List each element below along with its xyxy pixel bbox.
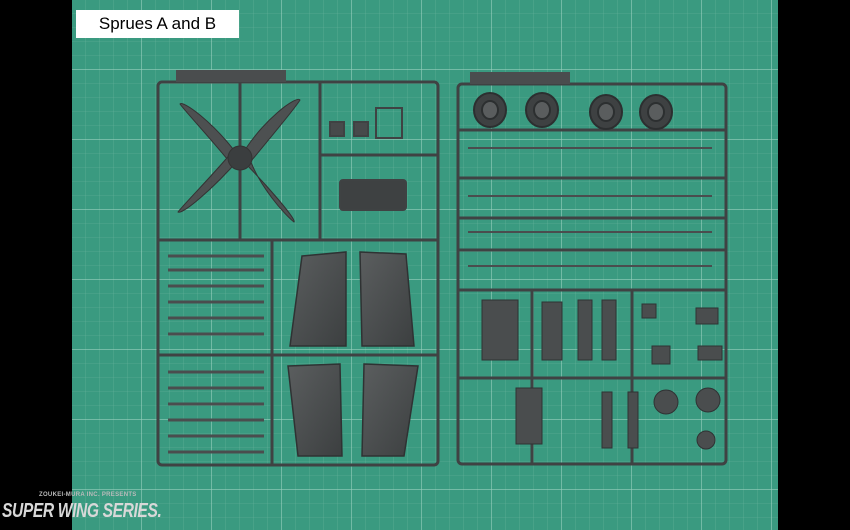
- sprue-a: [156, 70, 440, 467]
- panels: [287, 251, 419, 457]
- sprue-photo: [72, 0, 778, 530]
- brand-subtitle: ZOUKEI-MURA INC. PRESENTS: [39, 492, 137, 498]
- propeller: [177, 98, 301, 223]
- title-box: Sprues A and B: [76, 10, 239, 38]
- brand-logo: ZOUKEI-MURA INC. PRESENTS SUPER WING SER…: [2, 490, 202, 526]
- brand-name: SUPER WING SERIES.: [2, 500, 162, 522]
- wheels: [473, 92, 673, 130]
- sprue-b: [456, 72, 728, 466]
- page-title: Sprues A and B: [98, 14, 217, 33]
